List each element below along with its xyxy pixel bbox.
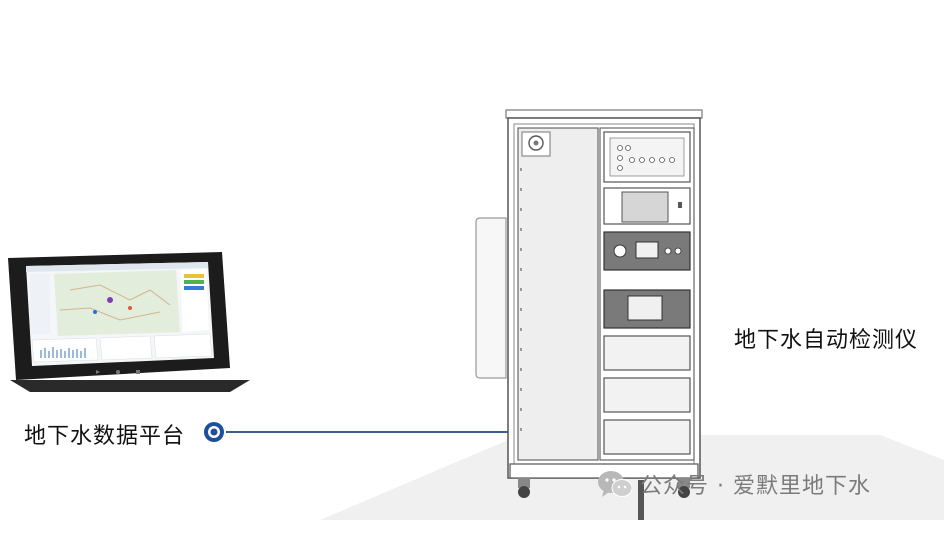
monitoring-cabinet	[475, 109, 703, 498]
watermark-text: 公众号 · 爱默里地下水	[640, 474, 871, 499]
instrument-label: 地下水自动检测仪	[734, 328, 919, 353]
tablet-device	[8, 252, 250, 392]
target-marker-icon	[204, 422, 224, 442]
wechat-icon	[598, 471, 633, 497]
data-platform-label: 地下水数据平台	[24, 424, 186, 449]
connector-line	[226, 431, 508, 433]
watermark: 公众号 · 爱默里地下水	[596, 467, 871, 501]
